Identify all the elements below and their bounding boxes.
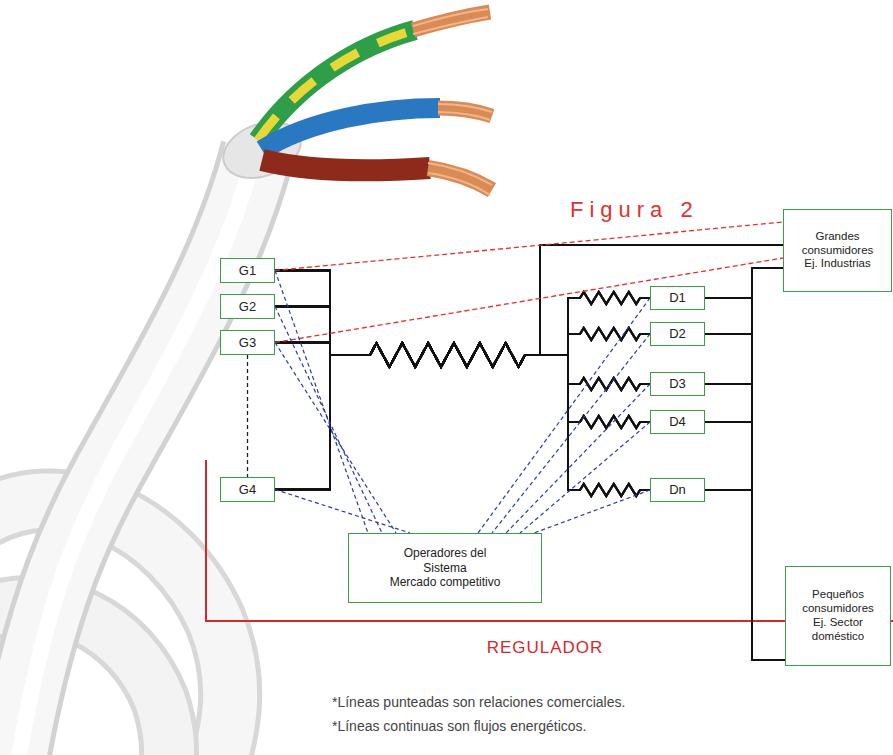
node-text: D2 [669, 326, 686, 342]
commercial-line [506, 384, 650, 533]
energy-flow-line [275, 271, 650, 368]
commercial-line [520, 422, 650, 533]
node-text: G3 [239, 335, 256, 351]
copper-strands [438, 104, 492, 120]
neutral-wire [262, 108, 440, 150]
energy-flow-line [275, 328, 650, 367]
node-text: G1 [239, 263, 256, 279]
commercial-line [275, 258, 783, 343]
energy-flow-line [705, 422, 785, 660]
energy-flow-line [275, 292, 650, 490]
copper-strands [413, 9, 488, 34]
generator-box: G2 [220, 294, 275, 319]
distributor-box: D3 [650, 372, 705, 396]
node-text: Ej. Sector doméstico [790, 616, 886, 644]
energy-flow-line [275, 343, 650, 497]
node-text: G2 [239, 299, 256, 315]
energy-flow-line [275, 245, 783, 490]
node-text: D4 [669, 414, 686, 430]
energy-flow-line [275, 271, 650, 429]
node-text: Pequeños consumidores [790, 588, 886, 616]
energy-flow-line [705, 268, 783, 422]
phase-wire [262, 160, 430, 170]
cable-sheath [10, 150, 258, 755]
distributor-box: D4 [650, 410, 705, 434]
commercial-line [534, 490, 650, 533]
generator-box: G4 [220, 477, 275, 502]
figure-title: Figura 2 [568, 196, 701, 224]
energy-flow-line [705, 384, 785, 660]
energy-flow-line [275, 307, 650, 497]
consumer-box: Pequeños consumidoresEj. Sector doméstic… [785, 566, 891, 666]
node-text: Ej. Industrias [804, 257, 870, 271]
node-text: G4 [239, 482, 256, 498]
copper-strands [428, 163, 492, 195]
energy-flow-line [705, 334, 785, 660]
commercial-line [275, 222, 783, 271]
commercial-line [247, 355, 248, 477]
consumer-box: Grandes consumidoresEj. Industrias [783, 209, 892, 292]
energy-flow-line [275, 307, 650, 391]
commercial-line [492, 334, 650, 533]
cable-highlight [16, 170, 250, 755]
energy-flow-line [275, 343, 650, 391]
copper-strands [413, 12, 490, 30]
energy-flow-line [705, 490, 785, 660]
energy-flow-line [275, 271, 650, 368]
node-text: Dn [669, 482, 686, 498]
energy-flow-line [275, 271, 650, 497]
energy-flow-line [275, 307, 650, 429]
node-text: D1 [669, 290, 686, 306]
note-text: *Líneas punteadas son relaciones comerci… [332, 694, 752, 712]
generator-box: G3 [220, 330, 275, 355]
operator-box: Operadores del SistemaMercado competitiv… [348, 533, 542, 603]
energy-flow-line [705, 268, 783, 490]
cable-sheath [10, 150, 258, 755]
energy-flow-line [275, 328, 650, 490]
commercial-line [478, 298, 650, 533]
energy-flow-line [275, 343, 650, 490]
energy-flow-line [275, 343, 650, 490]
node-text: D3 [669, 376, 686, 392]
commercial-line [275, 307, 382, 534]
distributor-box: Dn [650, 478, 705, 502]
commercial-line [275, 490, 410, 534]
energy-flow-line [705, 268, 783, 298]
energy-flow-line [705, 268, 783, 334]
distributor-box: D1 [650, 286, 705, 310]
regulator-label: REGULADOR [445, 637, 645, 658]
distributor-box: D2 [650, 322, 705, 346]
node-text: Grandes consumidores [788, 230, 887, 258]
commercial-line [275, 343, 396, 534]
node-text: Operadores del Sistema [390, 546, 500, 575]
note-text: *Líneas continuas son flujos energéticos… [332, 718, 752, 736]
node-text: Mercado competitivo [390, 575, 501, 589]
generator-box: G1 [220, 258, 275, 283]
energy-flow-line [275, 271, 650, 391]
energy-flow-line [705, 268, 783, 384]
energy-flow-line [275, 343, 650, 496]
energy-flow-line [705, 298, 785, 660]
